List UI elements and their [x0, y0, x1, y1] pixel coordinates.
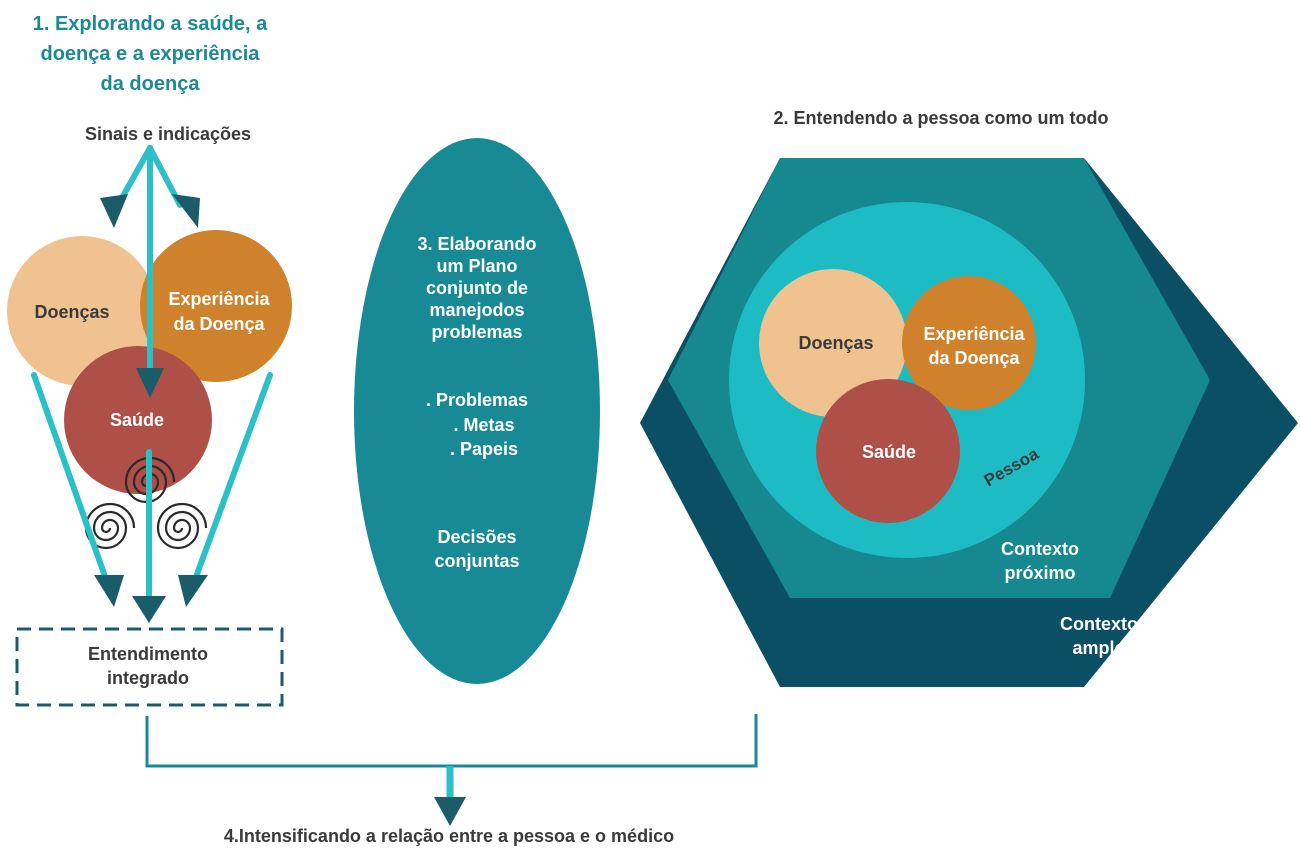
plan-item-problems: . Problemas	[426, 390, 528, 410]
plan-ellipse	[354, 138, 600, 684]
plan-title-line-1: 3. Elaborando	[417, 234, 536, 254]
integrated-label-line-1: Entendimento	[88, 644, 208, 664]
section1-title-line-3: da doença	[101, 73, 201, 95]
wide-context-line-1: Contexto	[1060, 614, 1138, 634]
near-context-line-1: Contexto	[1001, 539, 1079, 559]
arrowhead-left-bottom	[94, 575, 124, 607]
arrowhead-diseases	[100, 194, 128, 228]
plan-title-line-2: um Plano	[436, 256, 517, 276]
s2-experience-label-line-2: da Doença	[928, 348, 1020, 368]
signs-label: Sinais e indicações	[85, 124, 251, 144]
arrowhead-center-bottom	[132, 596, 166, 623]
arrowhead-right-bottom	[178, 575, 208, 607]
plan-item-goals: . Metas	[453, 415, 514, 435]
arrowhead-experience	[172, 194, 200, 228]
plan-title-line-3: conjunto de	[426, 278, 528, 298]
experience-circle	[140, 230, 292, 382]
section1-title: 1. Explorando a saúde, a doença e a expe…	[33, 13, 268, 95]
s2-diseases-label: Doenças	[798, 333, 873, 353]
section2-title: 2. Entendendo a pessoa como um todo	[773, 108, 1108, 128]
section4-title: 4.Intensificando a relação entre a pesso…	[224, 826, 674, 846]
section3-text: 3. Elaborando um Plano conjunto de manej…	[417, 234, 536, 571]
diseases-label: Doenças	[34, 302, 109, 322]
health-circle	[64, 346, 212, 494]
section4-connector	[145, 714, 758, 768]
section1-title-line-2: doença e a experiência	[40, 43, 260, 65]
decisions-line-1: Decisões	[437, 527, 516, 547]
s2-experience-label-line-1: Experiência	[923, 324, 1025, 344]
plan-title-line-4: manejodos	[429, 300, 524, 320]
health-label: Saúde	[110, 410, 164, 430]
near-context-line-2: próximo	[1004, 563, 1075, 583]
section1-title-line-1: 1. Explorando a saúde, a	[33, 13, 268, 35]
right-funnel-line	[190, 372, 273, 588]
arrowhead-health	[136, 368, 164, 398]
s2-health-circle	[816, 379, 960, 523]
left-funnel-line	[31, 372, 111, 588]
integrated-understanding-box	[15, 627, 284, 707]
plan-item-roles: . Papeis	[450, 439, 518, 459]
section1-arrows	[31, 145, 273, 606]
s2-diseases-circle	[759, 269, 907, 417]
s2-experience-circle	[902, 276, 1036, 410]
bracket-arrowhead	[434, 797, 466, 826]
s2-health-label: Saúde	[862, 442, 916, 462]
integrated-label-line-2: integrado	[107, 668, 189, 688]
wide-context-line-2: amplo	[1072, 638, 1125, 658]
section1-arrowheads	[94, 194, 208, 623]
plan-title-line-5: problemas	[431, 322, 522, 342]
experience-label-line-2: da Doença	[173, 314, 265, 334]
bracket-line	[145, 714, 758, 768]
experience-label-line-1: Experiência	[168, 289, 270, 309]
decisions-line-2: conjuntas	[434, 551, 519, 571]
